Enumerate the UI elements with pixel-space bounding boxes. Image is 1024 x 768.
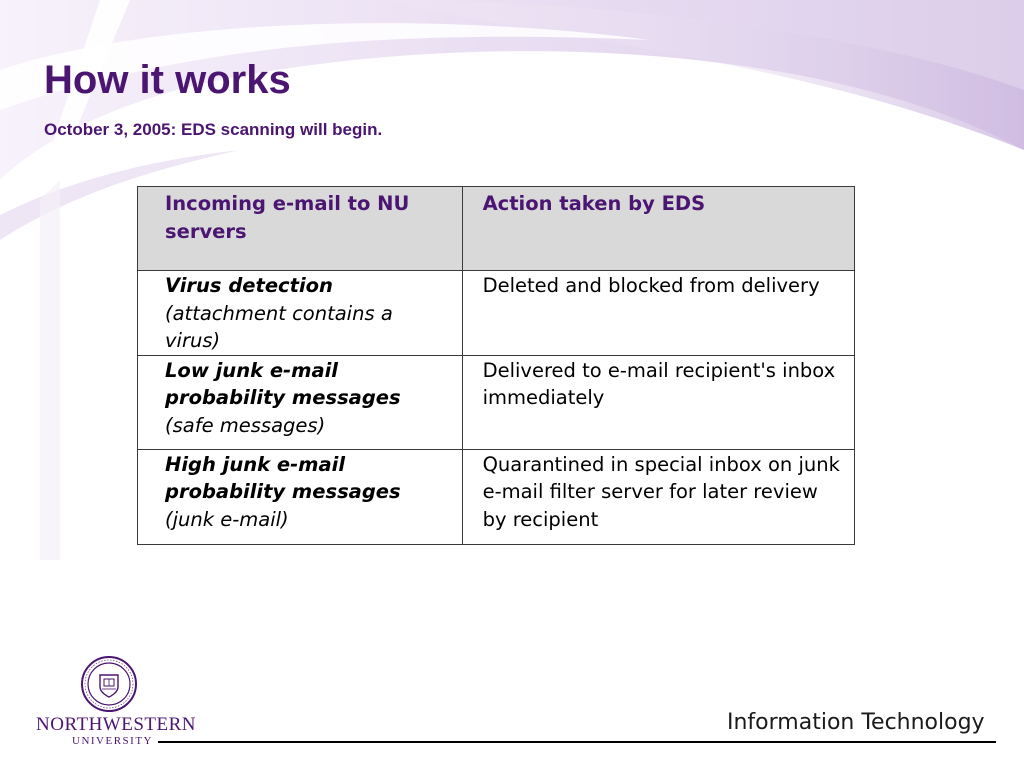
logo-wordmark: NORTHWESTERN [36, 714, 197, 735]
email-type-label: Low junk e-mail probability messages [165, 358, 401, 410]
action-cell: Deleted and blocked from delivery [461, 270, 856, 356]
slide-title: How it works [44, 58, 291, 102]
email-type-detail: (safe messages) [165, 413, 326, 437]
column-header-incoming: Incoming e-mail to NU servers [137, 186, 463, 271]
email-type-detail: (junk e-mail) [165, 507, 289, 531]
email-type-cell: Virus detection (attachment contains a v… [137, 270, 463, 356]
university-seal-icon [81, 656, 137, 712]
action-cell: Delivered to e-mail recipient's inbox im… [461, 354, 856, 450]
logo-subline: UNIVERSITY [72, 735, 153, 747]
action-cell: Quarantined in special inbox on junk e-m… [461, 448, 856, 545]
email-type-detail: (attachment contains a virus) [165, 301, 393, 353]
table-row: Virus detection (attachment contains a v… [137, 270, 856, 356]
slide-subtitle: October 3, 2005: EDS scanning will begin… [44, 120, 383, 139]
footer-divider [158, 741, 996, 743]
column-header-action: Action taken by EDS [461, 186, 856, 271]
eds-action-table: Incoming e-mail to NU servers Action tak… [137, 186, 856, 545]
email-type-label: High junk e-mail probability messages [165, 452, 401, 504]
table-header-row: Incoming e-mail to NU servers Action tak… [137, 186, 856, 271]
table-row: High junk e-mail probability messages (j… [137, 448, 856, 545]
email-type-cell: Low junk e-mail probability messages (sa… [137, 354, 463, 450]
table-row: Low junk e-mail probability messages (sa… [137, 354, 856, 450]
department-label: Information Technology [727, 710, 985, 735]
email-type-cell: High junk e-mail probability messages (j… [137, 448, 463, 545]
email-type-label: Virus detection [165, 274, 333, 297]
